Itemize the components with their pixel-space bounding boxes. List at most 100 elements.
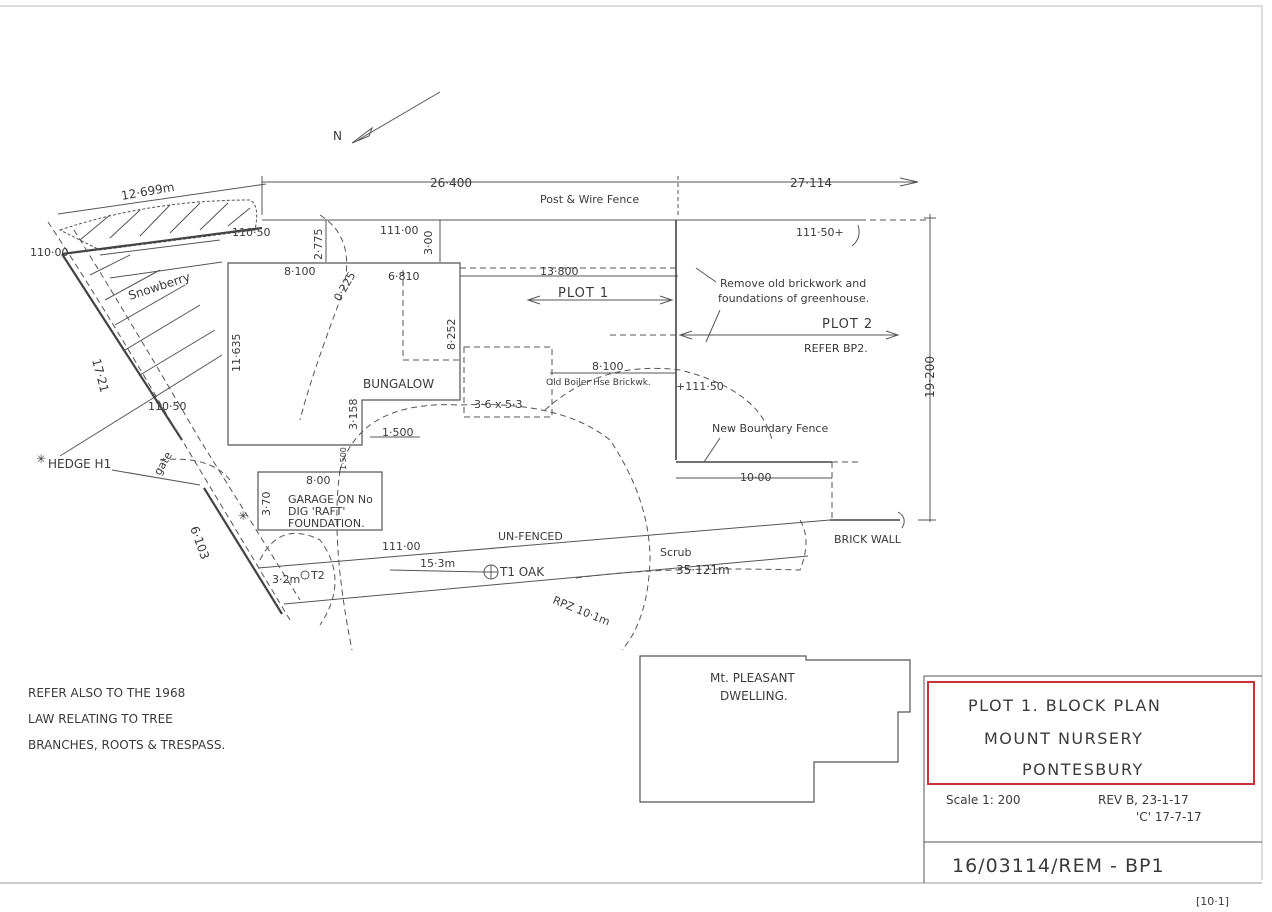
north-arrow: N xyxy=(333,91,441,144)
tick-mark xyxy=(851,224,860,247)
bungalow-label: BUNGALOW xyxy=(363,377,434,391)
dim-bung-h: 11·635 xyxy=(230,334,243,373)
t1-canopy xyxy=(339,403,651,651)
garage-label-1: GARAGE ON No xyxy=(288,493,373,506)
garage-outline xyxy=(257,471,383,531)
note-line1: REFER ALSO TO THE 1968 xyxy=(28,686,185,700)
dim-plot1-width: 13·800 xyxy=(540,265,579,278)
dim-top-mid: 26·400 xyxy=(430,176,472,190)
old-boiler-house xyxy=(463,346,553,418)
dim-garage-gap: 1·500 xyxy=(339,447,348,470)
tree-dist-line xyxy=(389,569,485,573)
title-line1: PLOT 1. BLOCK PLAN xyxy=(968,696,1161,715)
rev-c-label: 'C' 17-7-17 xyxy=(1136,810,1202,824)
remove-leader-2 xyxy=(705,309,721,343)
dim-bottom: 35·121m xyxy=(676,563,730,577)
new-fence-leader xyxy=(703,437,721,463)
unfenced-label: UN-FENCED xyxy=(498,530,563,543)
title-line3: PONTESBURY xyxy=(1022,760,1144,779)
bungalow-outline xyxy=(227,262,461,446)
level-west: 110·00 xyxy=(30,246,69,259)
dim-bung-step: 3·158 xyxy=(347,399,360,431)
t2-symbol xyxy=(300,570,310,580)
remove-leader xyxy=(695,267,717,283)
level-south: 111·00 xyxy=(382,540,421,553)
remove-note-line1: Remove old brickwork and xyxy=(720,277,866,290)
dim-gap-top: 2·775 xyxy=(312,229,325,261)
note-line2: LAW RELATING TO TREE xyxy=(28,712,173,726)
title-line2: MOUNT NURSERY xyxy=(984,729,1143,748)
plot2-arrow-left xyxy=(678,330,693,340)
plot1-label: PLOT 1 xyxy=(558,286,609,301)
plot1-arrow-right xyxy=(659,295,674,305)
garage-label-2: DIG 'RAFT' xyxy=(288,505,345,518)
level-top-mid: 111·00 xyxy=(380,224,419,237)
hedge-outline-inner xyxy=(73,229,301,601)
dwelling-label-1: Mt. PLEASANT xyxy=(710,671,795,685)
gate-label: gate xyxy=(151,449,175,477)
t2-canopy xyxy=(259,532,336,626)
dim-bung-inner: 8·252 xyxy=(445,319,458,351)
plot2-arrow-right xyxy=(885,330,900,340)
dim-garage-w: 8·00 xyxy=(306,474,331,487)
hedge-leader-2 xyxy=(59,399,151,457)
new-fence-label: New Boundary Fence xyxy=(712,422,828,435)
dim-gap-mid: 0·225 xyxy=(331,270,358,304)
title-box xyxy=(927,681,1255,785)
hedge-leader xyxy=(111,469,201,486)
sheet-number: [10·1] xyxy=(1196,895,1229,908)
level-west-mid: 110·50 xyxy=(148,400,187,413)
rev-b-label: REV B, 23-1-17 xyxy=(1098,793,1189,807)
dim-gap-3: 3·00 xyxy=(422,231,435,256)
dwelling-label-2: DWELLING. xyxy=(720,689,788,703)
t1-canopy-left xyxy=(336,469,353,651)
garage-label-3: FOUNDATION. xyxy=(288,517,365,530)
t1-oak-label: T1 OAK xyxy=(499,565,545,579)
brick-wall-end xyxy=(897,511,905,529)
note-line3: BRANCHES, ROOTS & TRESPASS. xyxy=(28,738,225,752)
hedge-label: HEDGE H1 xyxy=(48,457,111,471)
bungalow-inner-line xyxy=(402,270,460,361)
old-boiler-label: Old Boiler Hse Brickwk. xyxy=(546,378,651,388)
remove-note-line2: foundations of greenhouse. xyxy=(718,292,869,305)
dim-fence-seg: 10·00 xyxy=(740,471,772,484)
dim-to-boiler: 8·100 xyxy=(592,360,624,373)
dim-right-side: 19·200 xyxy=(923,356,937,398)
dim-tree: 15·3m xyxy=(420,557,455,570)
refer-bp2-label: REFER BP2. xyxy=(804,342,868,355)
dim-bung-w: 8·100 xyxy=(284,265,316,278)
dim-garage-h: 3·70 xyxy=(260,492,273,517)
right-dimension: 19·200 xyxy=(918,214,937,522)
west-boundary-lower xyxy=(203,487,283,615)
plot1-arrow-left xyxy=(526,295,541,305)
hedge-curve-2 xyxy=(159,458,231,481)
hedge-canopy-curve xyxy=(299,214,348,421)
level-east: +111·50 xyxy=(676,380,724,393)
rpz-label: RPZ 10·1m xyxy=(551,594,612,629)
level-top-right: 111·50+ xyxy=(796,226,844,239)
hedge-outline xyxy=(47,221,291,621)
dim-lower-left-diag: 6·103 xyxy=(187,524,212,561)
scrub-label: Scrub xyxy=(660,546,692,559)
dim-t2: 3·2m xyxy=(272,573,300,586)
dim-top-right: 27·114 xyxy=(790,176,832,190)
north-boundary-hedge xyxy=(61,226,263,256)
southern-boundary xyxy=(257,519,831,569)
t2-label: T2 xyxy=(310,569,325,582)
west-boundary-hedge xyxy=(61,253,183,441)
post-wire-fence-label: Post & Wire Fence xyxy=(540,193,639,206)
bottom-dim-line xyxy=(283,555,809,605)
mt-pleasant-dwelling xyxy=(639,655,911,803)
hedge-star: ✳ xyxy=(36,452,46,466)
brick-wall-label: BRICK WALL xyxy=(834,533,902,546)
hedge-star-2: ✳ xyxy=(238,509,248,523)
title-block: PLOT 1. BLOCK PLAN MOUNT NURSERY PONTESB… xyxy=(923,675,1262,908)
drawing-reference: 16/03114/REM - BP1 xyxy=(952,855,1165,877)
dim-bung-gap: 1·500 xyxy=(382,426,414,439)
dim-bung-right: 6·810 xyxy=(388,270,420,283)
scrub-canopy xyxy=(544,367,773,441)
north-label: N xyxy=(333,129,342,143)
dim-left-diag: 17·21 xyxy=(89,357,111,394)
dim-top-left: 12·699m xyxy=(120,180,175,203)
